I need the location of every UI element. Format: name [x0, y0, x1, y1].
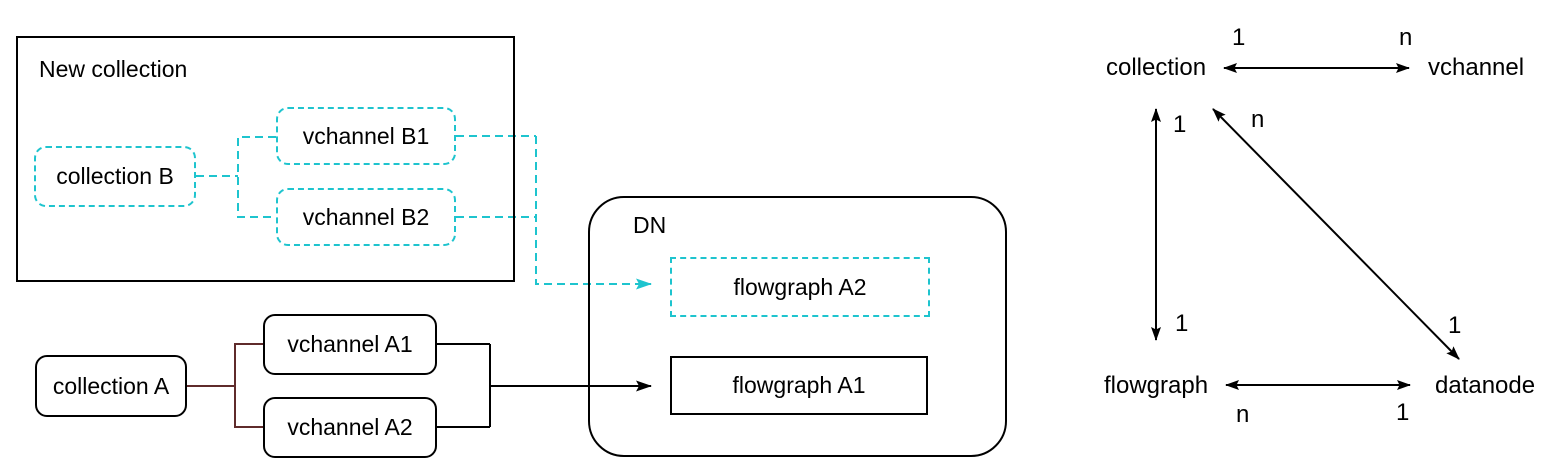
er-node-flowgraph: flowgraph — [1104, 372, 1209, 399]
box-vchannel-a2: vchannel A2 — [263, 397, 437, 458]
connector-collectionA-branch — [234, 343, 263, 428]
er-mult-collection-vchannel-1: 1 — [1232, 24, 1246, 51]
er-node-vchannel: vchannel — [1428, 54, 1525, 81]
new-collection-group-box — [16, 36, 515, 282]
box-flowgraph-a1-label: flowgraph A1 — [732, 372, 866, 398]
box-collection-a-label: collection A — [52, 372, 170, 399]
er-mult-collection-flowgraph-bottom-1: 1 — [1175, 310, 1189, 337]
box-vchannel-b1: vchannel B1 — [276, 107, 456, 165]
connector-collectionB-branch — [237, 136, 276, 218]
er-mult-flowgraph-datanode-n: n — [1236, 401, 1250, 428]
er-mult-diagonal-1: 1 — [1448, 312, 1462, 339]
box-collection-b-label: collection B — [56, 163, 174, 189]
er-mult-flowgraph-datanode-1: 1 — [1396, 399, 1410, 426]
dn-group-box — [588, 196, 1007, 457]
new-collection-group-title: New collection — [39, 56, 188, 82]
er-arrow-diagonal-datanode — [1212, 108, 1460, 360]
box-collection-b: collection B — [34, 146, 196, 207]
box-vchannel-a1: vchannel A1 — [263, 314, 437, 375]
box-collection-a: collection A — [35, 355, 187, 417]
box-vchannel-b2: vchannel B2 — [276, 188, 456, 246]
box-flowgraph-a2-label: flowgraph A2 — [733, 273, 867, 300]
box-flowgraph-a1: flowgraph A1 — [670, 356, 928, 415]
er-node-collection: collection — [1106, 54, 1207, 81]
dn-group-title: DN — [633, 212, 667, 238]
box-vchannel-b2-label: vchannel B2 — [302, 203, 430, 230]
er-mult-collection-flowgraph-top-1: 1 — [1173, 111, 1187, 138]
er-mult-diagonal-n: n — [1251, 106, 1265, 133]
box-flowgraph-a2: flowgraph A2 — [670, 257, 930, 317]
er-mult-collection-vchannel-n: n — [1399, 24, 1413, 51]
connector-to-flowgraphA2-arrow — [535, 136, 652, 290]
box-vchannel-b1-label: vchannel B1 — [302, 122, 430, 149]
box-vchannel-a2-label: vchannel A2 — [287, 414, 413, 440]
er-node-datanode: datanode — [1435, 372, 1536, 399]
box-vchannel-a1-label: vchannel A1 — [287, 331, 413, 357]
